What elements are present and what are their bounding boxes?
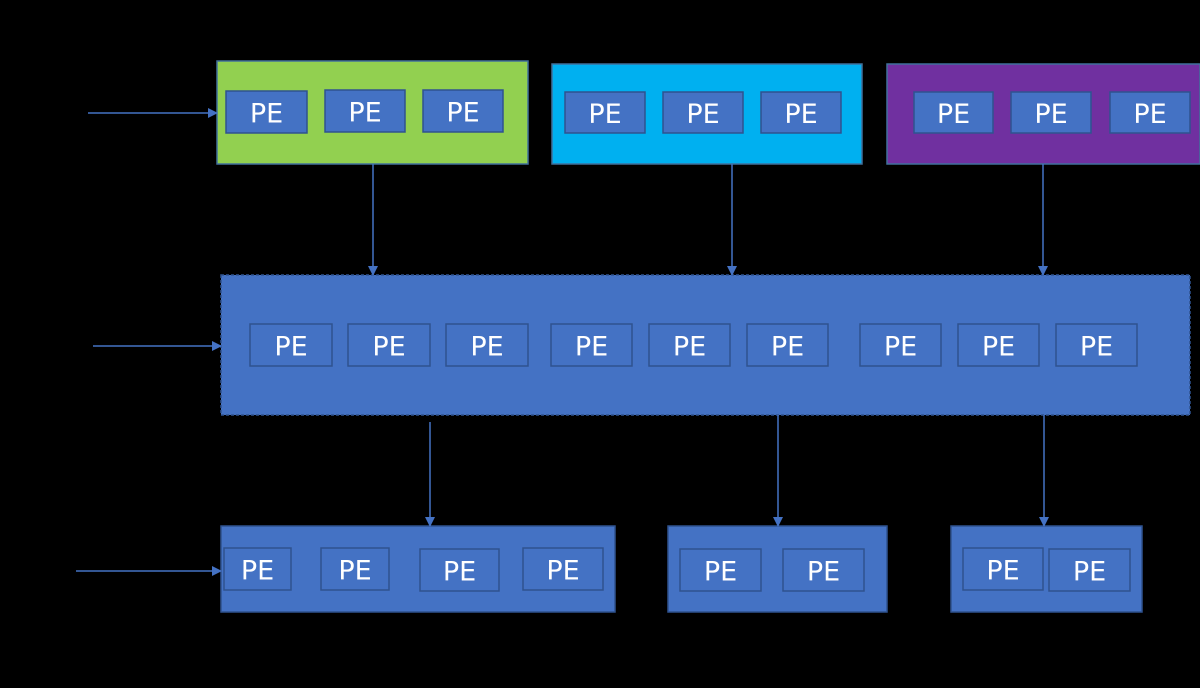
pe-label: PE [704,557,737,588]
pe-block-rect [1010,91,1092,134]
pe-label: PE [686,99,719,130]
pe-block-rect [249,323,333,367]
pe-label: PE [446,98,479,129]
pe-block-rect [422,89,504,133]
pe-label: PE [274,332,307,363]
pe-block-rect [324,89,406,133]
pe-block-rect [223,547,292,591]
pe-block: PE [419,548,500,592]
pe-block-rect [782,548,865,592]
pe-block: PE [347,323,431,367]
pe-block-rect [564,91,646,134]
pe-block-rect [913,91,994,134]
pe-label: PE [372,332,405,363]
pe-block: PE [962,547,1044,591]
pe-block: PE [320,547,390,591]
pe-block: PE [1010,91,1092,134]
pe-block: PE [223,547,292,591]
pe-block: PE [648,323,731,367]
pe-label: PE [1034,99,1067,130]
pe-block-rect [859,323,942,367]
pe-block: PE [324,89,406,133]
pe-label: PE [1133,99,1166,130]
pe-label: PE [546,556,579,587]
pe-label: PE [673,332,706,363]
pe-block: PE [746,323,829,367]
pe-block: PE [1109,91,1191,134]
pe-block-rect [746,323,829,367]
pe-block-rect [225,90,308,134]
pe-label: PE [348,98,381,129]
pe-block: PE [1055,323,1138,367]
pe-block-rect [760,91,842,134]
pe-label: PE [1080,332,1113,363]
pe-block: PE [913,91,994,134]
pe-label: PE [575,332,608,363]
pe-label: PE [241,556,274,587]
pe-block: PE [859,323,942,367]
pe-label: PE [982,332,1015,363]
pe-block-rect [419,548,500,592]
pe-block: PE [225,90,308,134]
pe-block-rect [320,547,390,591]
pe-label: PE [1073,557,1106,588]
pe-block: PE [550,323,633,367]
pe-block: PE [1048,548,1131,592]
pe-label: PE [807,557,840,588]
pe-label: PE [784,99,817,130]
pe-label: PE [338,556,371,587]
pe-block-rect [648,323,731,367]
pe-block: PE [249,323,333,367]
pe-block-rect [522,547,604,591]
pe-block-rect [347,323,431,367]
pe-label: PE [470,332,503,363]
pe-block-rect [1109,91,1191,134]
pe-block: PE [422,89,504,133]
pe-label: PE [443,557,476,588]
pe-block: PE [760,91,842,134]
pe-block-rect [445,323,529,367]
pe-label: PE [884,332,917,363]
pe-block: PE [522,547,604,591]
pe-block-rect [957,323,1040,367]
pe-block: PE [679,548,762,592]
pe-block-rect [662,91,744,134]
pe-block: PE [564,91,646,134]
pe-label: PE [250,99,283,130]
pe-label: PE [937,99,970,130]
pe-label: PE [771,332,804,363]
pe-block-rect [550,323,633,367]
pe-block-rect [679,548,762,592]
pe-label: PE [986,556,1019,587]
pe-block-rect [1048,548,1131,592]
pe-block: PE [957,323,1040,367]
pe-label: PE [588,99,621,130]
pe-block: PE [782,548,865,592]
pe-block: PE [445,323,529,367]
pe-block-rect [962,547,1044,591]
pe-block: PE [662,91,744,134]
pe-block-rect [1055,323,1138,367]
